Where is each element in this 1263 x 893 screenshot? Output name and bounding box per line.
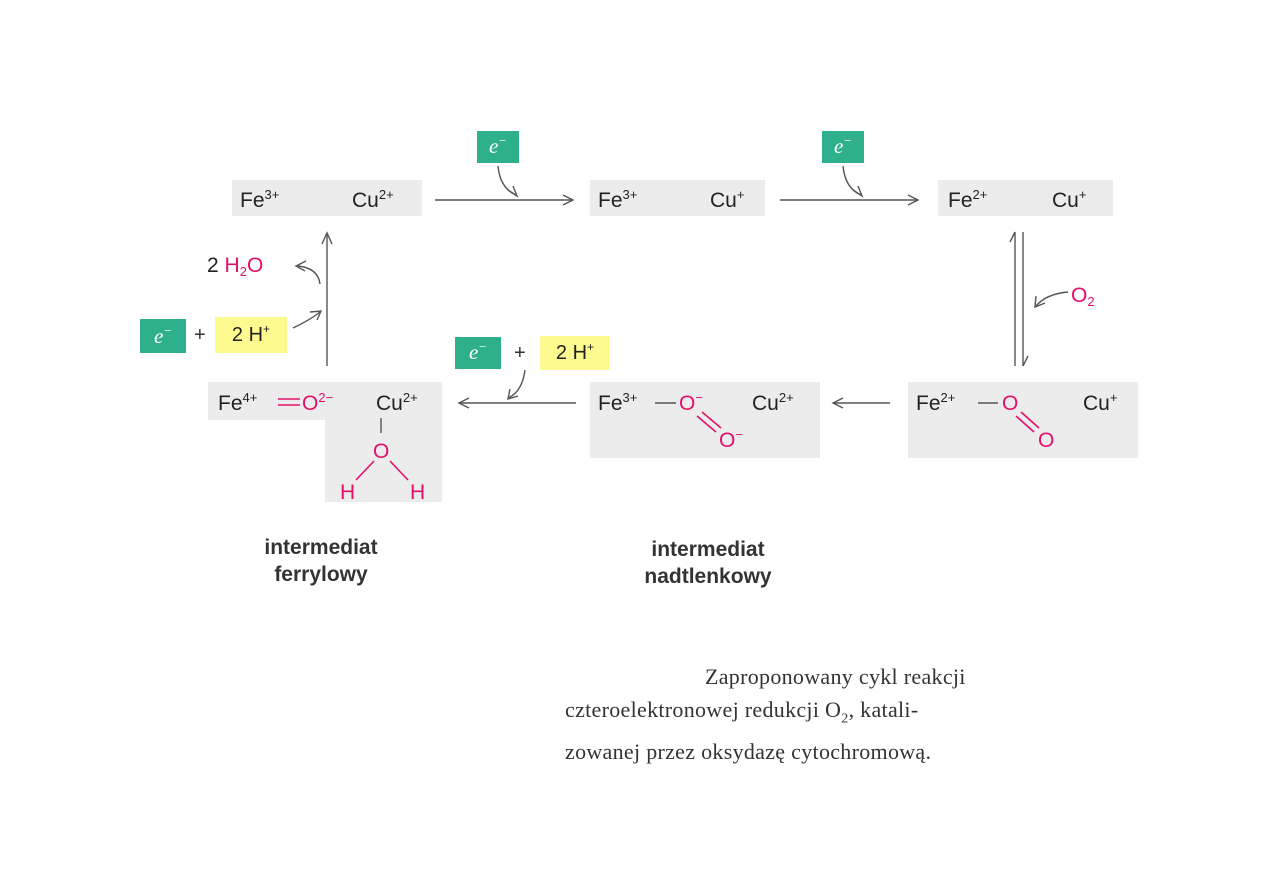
plus-sign-left: + (194, 324, 206, 346)
state4-fe: Fe2+ (916, 390, 956, 415)
state6-h-left: H (340, 481, 356, 504)
water-output: 2 H2O (207, 254, 264, 279)
state1-fe: Fe3+ (240, 187, 280, 212)
state4-o-top: O (1002, 392, 1019, 415)
state5-cu: Cu2+ (752, 390, 794, 415)
state-box-fe3-cu2 (232, 180, 422, 216)
state2-fe: Fe3+ (598, 187, 638, 212)
state4-cu: Cu+ (1083, 390, 1118, 415)
state3-fe: Fe2+ (948, 187, 988, 212)
state-box-fe2-cu1 (938, 180, 1113, 216)
label-peroxy-intermediate: intermediat nadtlenkowy (644, 538, 772, 588)
state-box-peroxy (590, 382, 820, 458)
state6-fe: Fe4+ (218, 390, 258, 415)
proton-input-left: 2 H+ (215, 317, 287, 353)
proton-input-bottom: 2 H+ (540, 336, 610, 370)
caption-line-1: Zaproponowany cykl reakcji (705, 664, 966, 689)
state6-h-right: H (410, 481, 426, 504)
state-box-ferryl (208, 382, 442, 420)
electron-input-4: e− (140, 319, 186, 353)
electron-input-1: e− (477, 131, 519, 163)
state-box-fe2-o2-cu1 (908, 382, 1138, 458)
state3-cu: Cu+ (1052, 187, 1087, 212)
state1-cu: Cu2+ (352, 187, 394, 212)
state6-water-o: O (373, 440, 390, 463)
state5-fe: Fe3+ (598, 390, 638, 415)
caption-line-2: czteroelektronowej redukcji O2, katali- (565, 697, 919, 727)
state6-cu: Cu2+ (376, 390, 418, 415)
state5-o-top: O− (679, 390, 703, 415)
state2-cu: Cu+ (710, 187, 745, 212)
state-box-fe3-cu1 (590, 180, 765, 216)
label-ferryl-intermediate: intermediat ferrylowy (264, 536, 378, 586)
oxygen-input: O2 (1071, 284, 1095, 309)
figure-caption: Zaproponowany cykl reakcji czteroelektro… (565, 660, 1085, 768)
state4-o-bottom: O (1038, 429, 1055, 452)
plus-sign-bottom: + (514, 342, 526, 364)
electron-input-3: e− (455, 337, 501, 369)
electron-input-2: e− (822, 131, 864, 163)
caption-line-3: zowanej przez oksydazę cytochromową. (565, 739, 932, 765)
state-box-ferryl-water (325, 418, 442, 502)
state5-o-bottom: O− (719, 427, 743, 452)
state6-o: O2− (302, 390, 334, 415)
